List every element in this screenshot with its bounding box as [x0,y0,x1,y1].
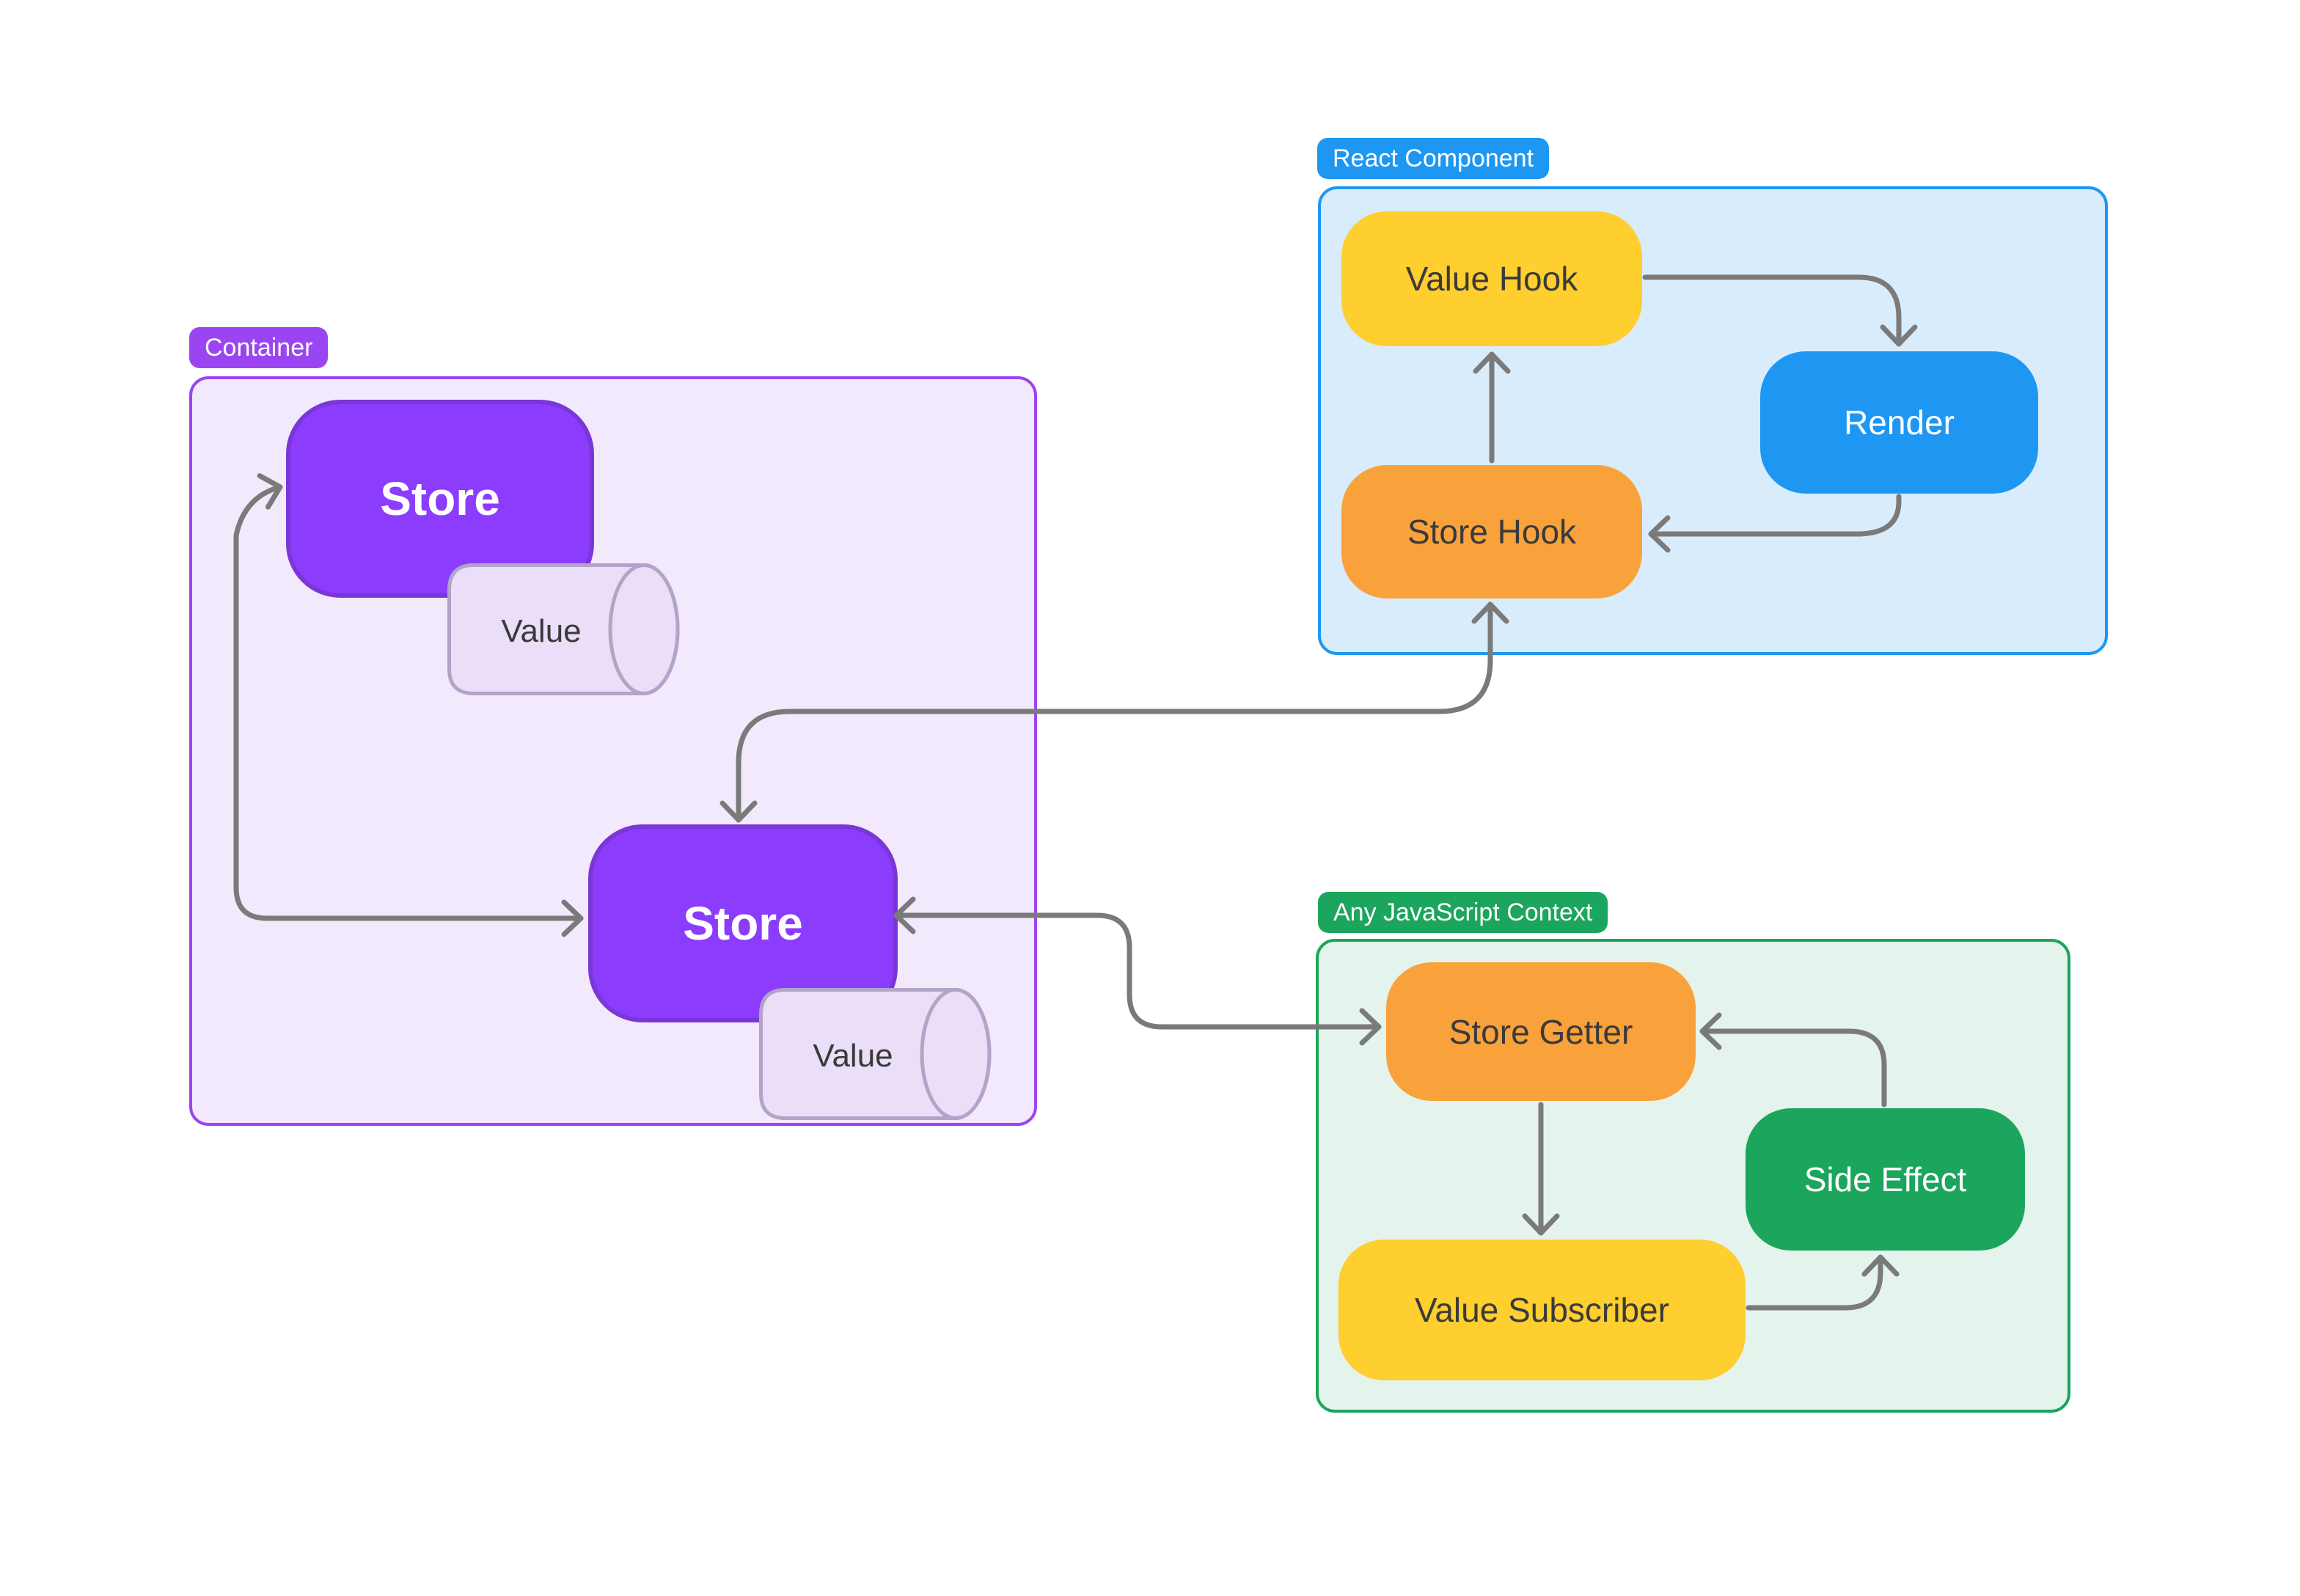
side-effect-node: Side Effect [1746,1108,2025,1251]
any-js-context-group-label: Any JavaScript Context [1318,892,1608,933]
store-hook-node: Store Hook [1341,465,1642,598]
react-component-group-label: React Component [1317,138,1550,179]
value-subscriber-node: Value Subscriber [1338,1240,1746,1380]
store-node-2: Store [588,824,898,1022]
store-node-1: Store [286,400,594,598]
store-getter-node: Store Getter [1386,962,1696,1101]
value-hook-node: Value Hook [1341,211,1642,346]
container-group-label: Container [189,327,329,368]
render-node: Render [1760,351,2038,494]
